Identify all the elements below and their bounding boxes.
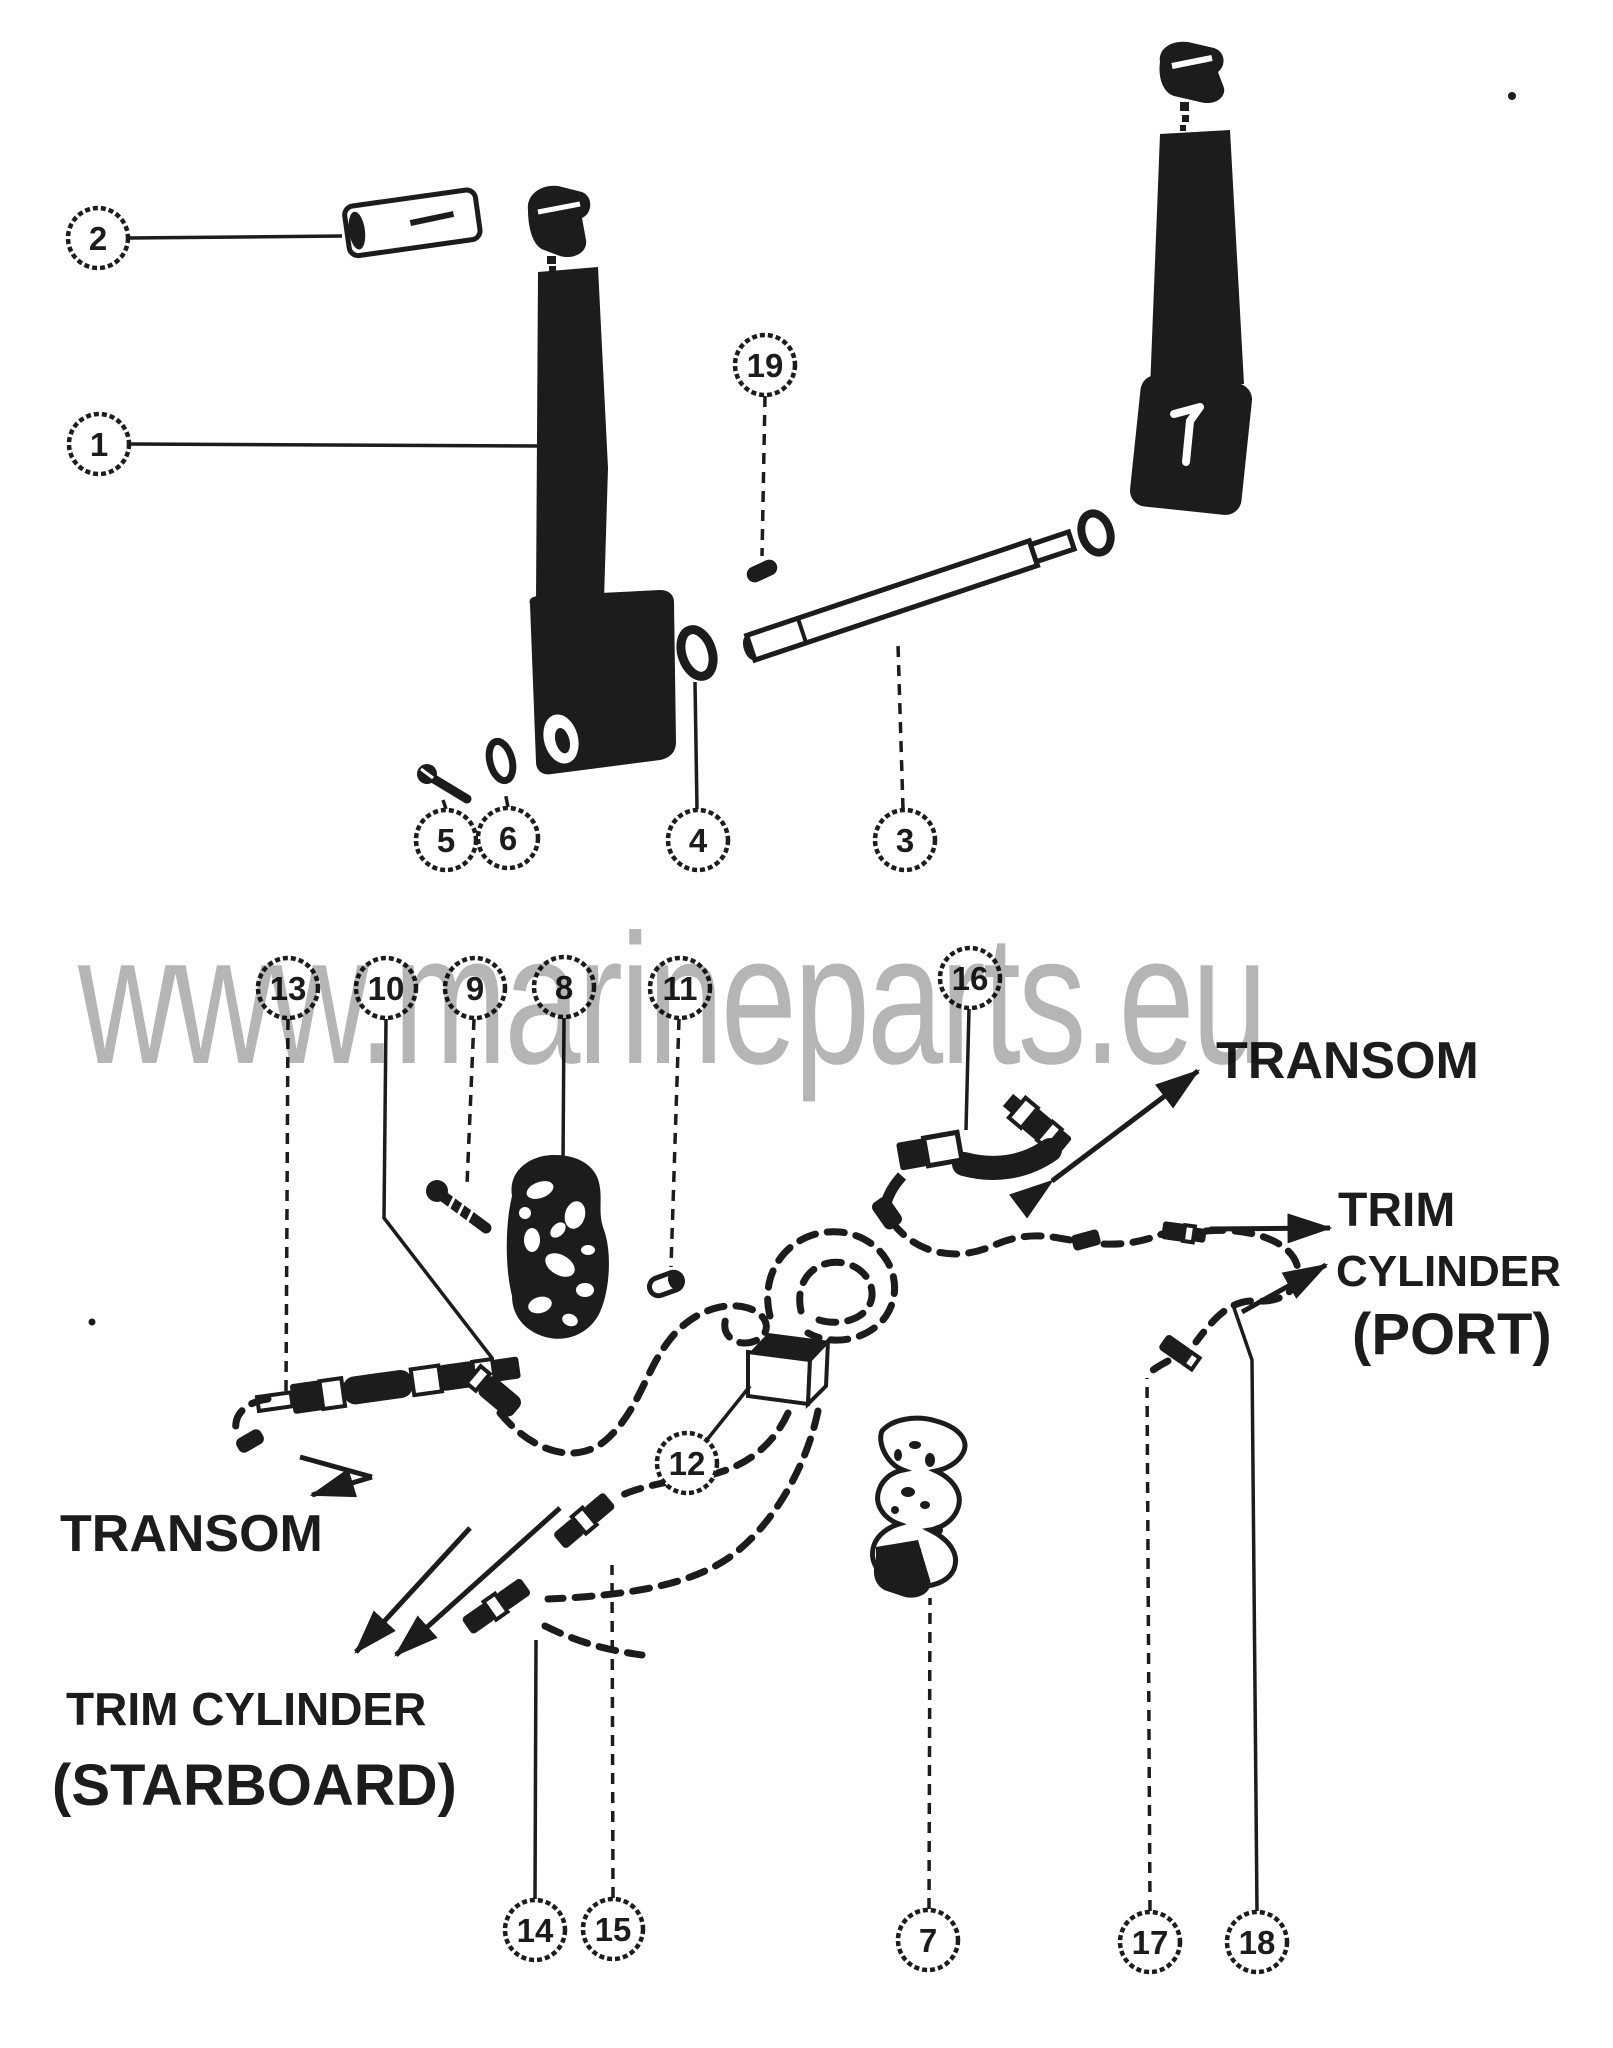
callout-leader-lines [127,234,1259,1912]
callout-5: 5 [413,807,479,873]
callouts: 2 1 19 5 6 4 3 13 10 9 8 11 16 12 14 15 … [65,205,1290,1975]
part-6-washer [485,737,517,785]
transom-right-arrow [1009,1069,1200,1219]
port-fitting [1161,1221,1207,1245]
hose-elbow-fitting [463,1363,521,1417]
svg-text:4: 4 [689,822,708,859]
callout-10: 10 [353,955,419,1021]
callout-14: 14 [502,1897,568,1963]
svg-text:10: 10 [368,970,405,1007]
label-pointer-arrows [299,1069,1333,1657]
svg-text:19: 19 [747,347,784,384]
label-trim-starboard-line1: TRIM CYLINDER [66,1683,426,1735]
svg-text:9: 9 [466,970,484,1007]
svg-text:2: 2 [89,220,107,257]
svg-text:13: 13 [270,970,307,1007]
cylinder-cap [1159,41,1225,104]
starboard-arrow-1 [354,1526,472,1654]
svg-text:15: 15 [595,1911,632,1948]
part-19-pin [746,559,778,583]
transom-left-chevron-top [299,1454,373,1480]
callout-19: 19 [732,332,798,398]
starboard-hose-end-fitting [462,1578,531,1634]
starboard-arrow-2 [394,1506,562,1657]
hose-fitting [1159,1335,1203,1373]
svg-text:14: 14 [517,1912,554,1949]
callout-8: 8 [531,954,597,1020]
callout-15: 15 [580,1896,646,1962]
scan-speck [1508,92,1516,100]
label-transom-left: TRANSOM [60,1505,323,1563]
part-2-anchor-pin [342,187,483,259]
label-transom-right: TRANSOM [1216,1032,1479,1090]
callout-1: 1 [66,411,132,477]
callout-9: 9 [442,955,508,1021]
svg-text:8: 8 [555,969,573,1006]
svg-text:18: 18 [1239,1924,1276,1961]
svg-text:12: 12 [669,1445,706,1482]
callout-18: 18 [1224,1909,1290,1975]
svg-text:11: 11 [663,970,698,1007]
cylinder-body [1150,130,1244,390]
cylinder-body [536,267,608,602]
callout-16: 16 [937,945,1003,1011]
callout-3: 3 [872,807,938,873]
starboard-hose-assembly [236,1356,521,1453]
callout-12: 12 [654,1430,720,1496]
svg-text:7: 7 [919,1922,937,1959]
starboard-hose-end-fitting [554,1493,615,1548]
svg-text:1: 1 [90,426,108,463]
svg-text:17: 17 [1132,1924,1169,1961]
part-3-piston-rod [742,528,1078,664]
text-labels: TRANSOM TRIM CYLINDER (PORT) TRANSOM TRI… [52,1032,1561,1818]
port-hose-assembly [871,1093,1072,1230]
transom-left-chevron-bottom [309,1468,373,1498]
hydraulic-hose-routing [232,1218,1302,1659]
svg-text:3: 3 [896,822,914,859]
callout-13: 13 [255,955,321,1021]
part-7-clamp-bracket [870,1415,968,1598]
watermark-text: www.marineparts.eu [77,897,1265,1103]
part-8-anode-block [506,1154,609,1339]
part-12-connector-block [746,1333,831,1410]
part-4-oring [676,625,718,681]
svg-text:16: 16 [952,960,989,997]
svg-text:5: 5 [437,822,455,859]
label-trim-port-line1: TRIM [1338,1184,1455,1237]
callout-17: 17 [1117,1909,1183,1975]
callout-11: 11 [647,955,713,1021]
label-trim-starboard-line2: (STARBOARD) [52,1753,457,1818]
part-5-screw [417,764,472,804]
callout-4: 4 [665,807,731,873]
callout-6: 6 [475,805,541,871]
hose-fitting [1071,1229,1101,1251]
label-trim-port-line3: (PORT) [1352,1302,1552,1367]
cylinder-cap [527,185,591,258]
svg-text:6: 6 [499,820,517,857]
port-trim-cylinder-illustration [1129,41,1253,515]
callout-2: 2 [65,205,131,271]
part-9-screw [426,1180,492,1234]
cylinder-port-arrow [1240,1262,1329,1315]
part-11-bushing [646,1269,686,1299]
label-trim-port-line2: CYLINDER [1336,1247,1561,1296]
port-cylinder-oring [1077,509,1115,557]
scan-speck [88,1318,96,1326]
callout-7: 7 [895,1907,961,1973]
starboard-trim-cylinder-illustration [527,185,676,775]
trim-port-arrow [1209,1213,1333,1244]
